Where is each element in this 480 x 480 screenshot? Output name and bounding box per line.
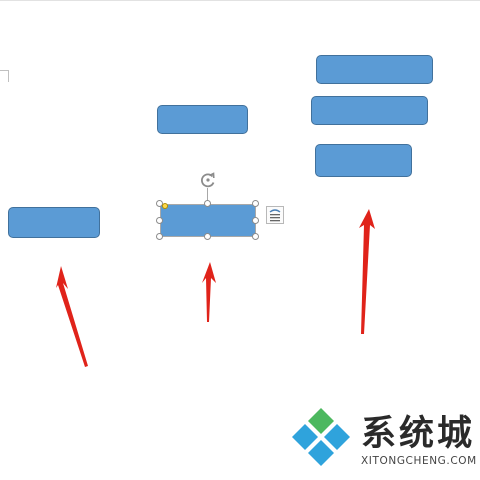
rounded-rectangle-shape-right-1[interactable] (316, 55, 433, 84)
rounded-rectangle-shape-middle-top[interactable] (157, 105, 248, 134)
red-arrow-left (56, 266, 88, 367)
resize-handle-top-center[interactable] (204, 200, 211, 207)
rotate-handle-icon[interactable] (198, 170, 218, 190)
rotate-handle-stem (207, 188, 208, 203)
resize-handle-bottom-center[interactable] (204, 233, 211, 240)
resize-handle-bottom-right[interactable] (252, 233, 259, 240)
rounded-rectangle-shape-right-2[interactable] (311, 96, 428, 125)
rounded-rectangle-shape-left[interactable] (8, 207, 100, 238)
page-top-edge (0, 0, 480, 1)
page-margin-corner-mark (0, 70, 9, 82)
layout-options-button[interactable] (266, 206, 284, 224)
resize-handle-top-right[interactable] (252, 200, 259, 207)
red-arrow-middle (202, 262, 216, 322)
rounded-rectangle-shape-right-3[interactable] (315, 144, 412, 177)
layout-options-icon (269, 209, 281, 222)
resize-handle-middle-right[interactable] (252, 217, 259, 224)
resize-handle-bottom-left[interactable] (156, 233, 163, 240)
red-arrow-right (359, 209, 375, 334)
resize-handle-middle-left[interactable] (156, 217, 163, 224)
xitongcheng-logo-icon (292, 408, 350, 466)
watermark-domain: XITONGCHENG.COM (361, 455, 477, 467)
watermark-brand-name: 系统城 (361, 414, 476, 454)
adjust-handle[interactable] (162, 203, 168, 209)
